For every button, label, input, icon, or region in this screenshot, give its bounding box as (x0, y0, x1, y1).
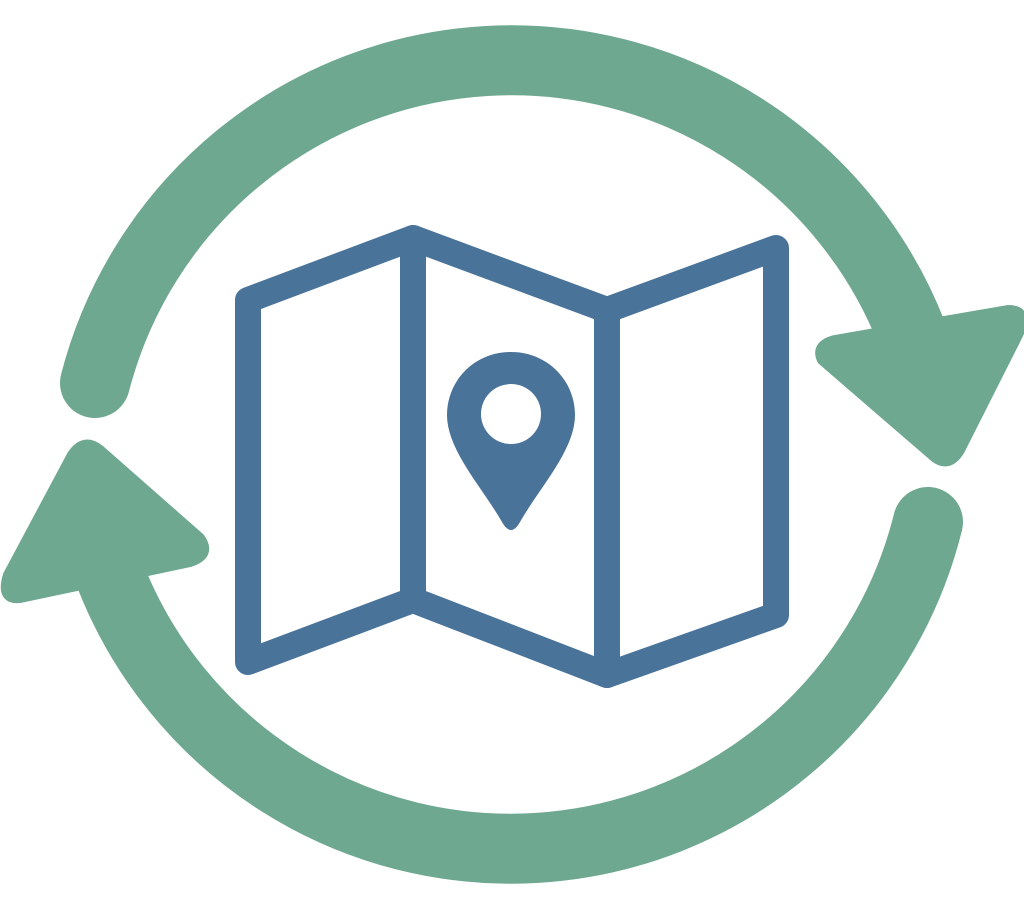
lower-arrow-head (0, 439, 210, 604)
refresh-arrows-icon (0, 25, 1024, 884)
upper-arrow-head (815, 305, 1024, 467)
map-panel-right (594, 235, 789, 688)
location-pin-icon (447, 352, 575, 530)
pin-hole (481, 384, 541, 444)
upper-arc-arrow-shaft (60, 25, 947, 418)
folded-map-icon (235, 225, 789, 688)
map-panel-left (235, 225, 426, 675)
lower-arc-arrow-shaft (75, 487, 963, 884)
